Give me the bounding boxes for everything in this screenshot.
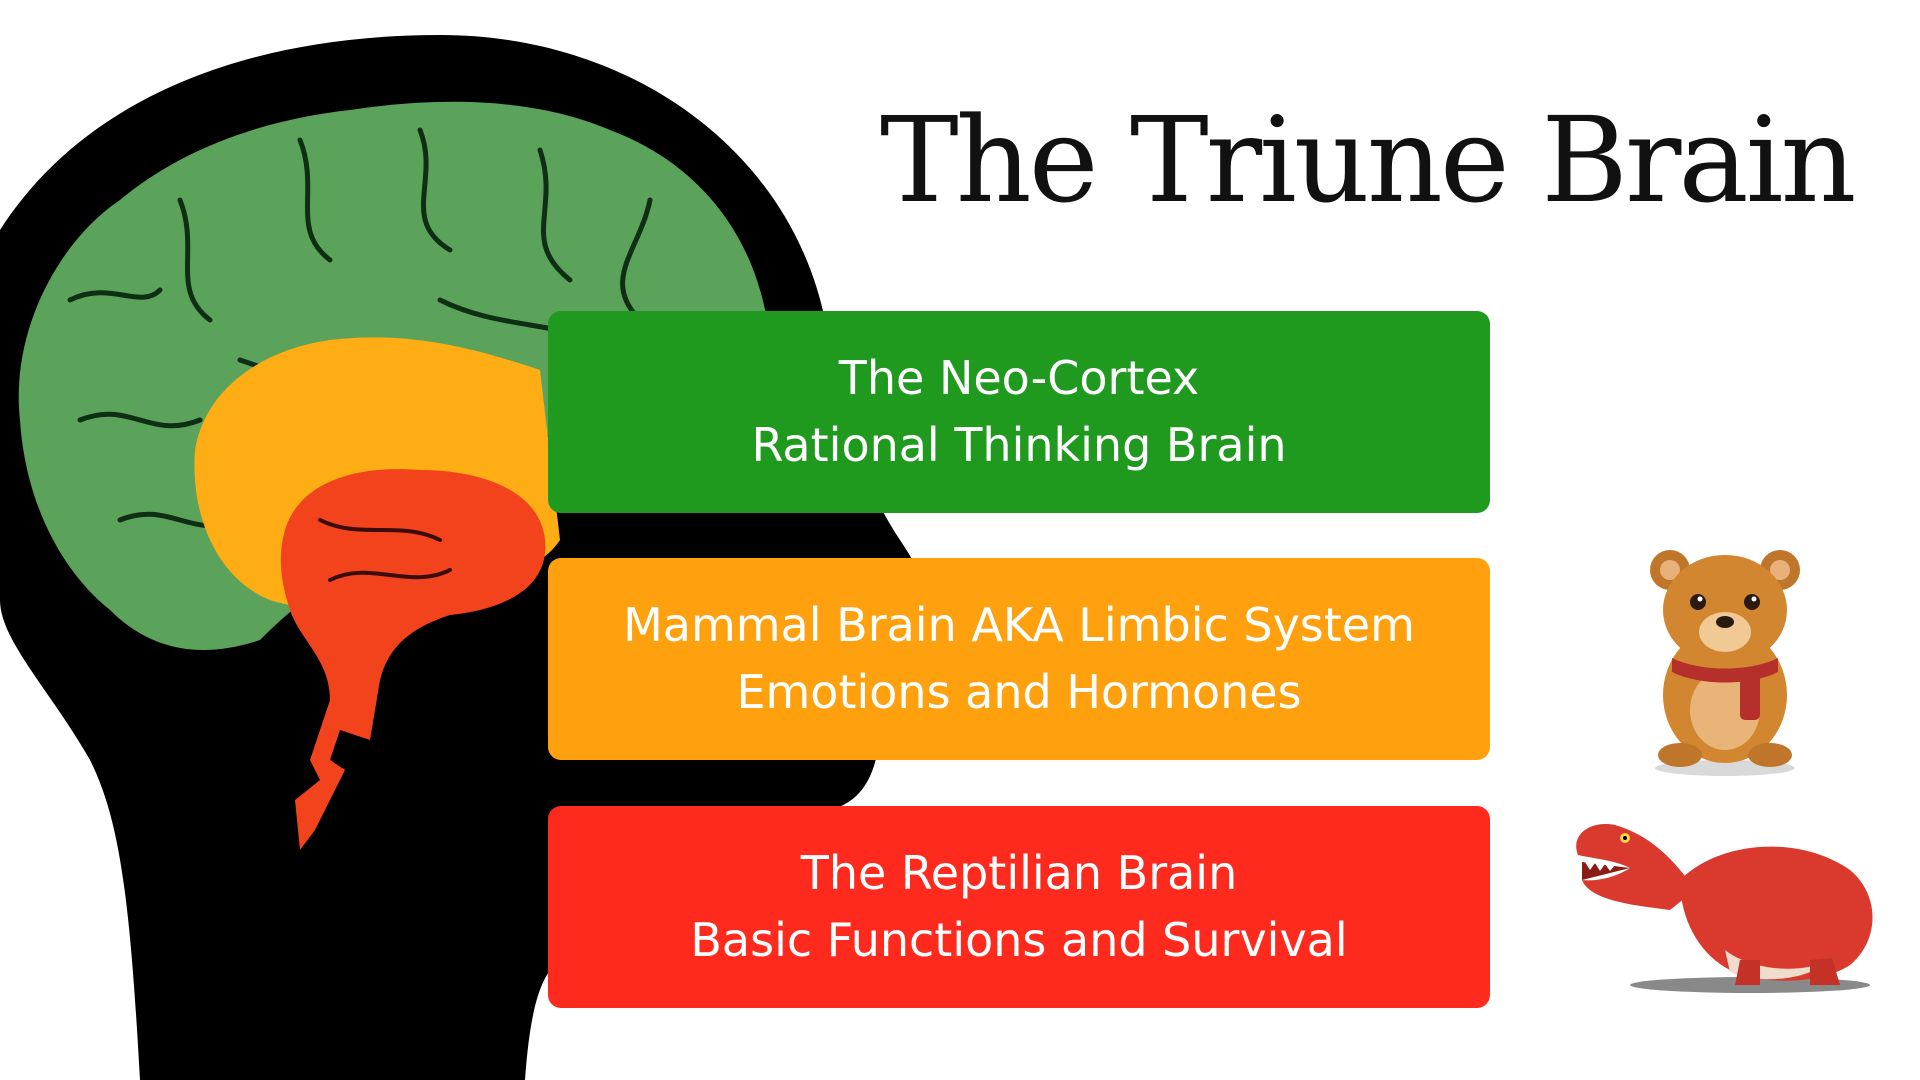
- neocortex-name: The Neo-Cortex: [838, 351, 1200, 405]
- neocortex-subtitle: Rational Thinking Brain: [751, 418, 1287, 472]
- reptilian-subtitle: Basic Functions and Survival: [690, 913, 1348, 967]
- limbic-subtitle: Emotions and Hormones: [736, 665, 1302, 719]
- reptilian-region: [280, 469, 546, 850]
- reptilian-name: The Reptilian Brain: [800, 846, 1238, 900]
- teddy-bear-icon: [1650, 550, 1800, 776]
- page-title: The Triune Brain: [880, 91, 1856, 229]
- limbic-name: Mammal Brain AKA Limbic System: [623, 598, 1415, 652]
- reptilian-box: The Reptilian Brain Basic Functions and …: [548, 806, 1490, 1008]
- neocortex-box: The Neo-Cortex Rational Thinking Brain: [548, 311, 1490, 513]
- t-rex-icon: [1576, 824, 1873, 993]
- reptilian-folds: [318, 518, 452, 582]
- limbic-box: Mammal Brain AKA Limbic System Emotions …: [548, 558, 1490, 760]
